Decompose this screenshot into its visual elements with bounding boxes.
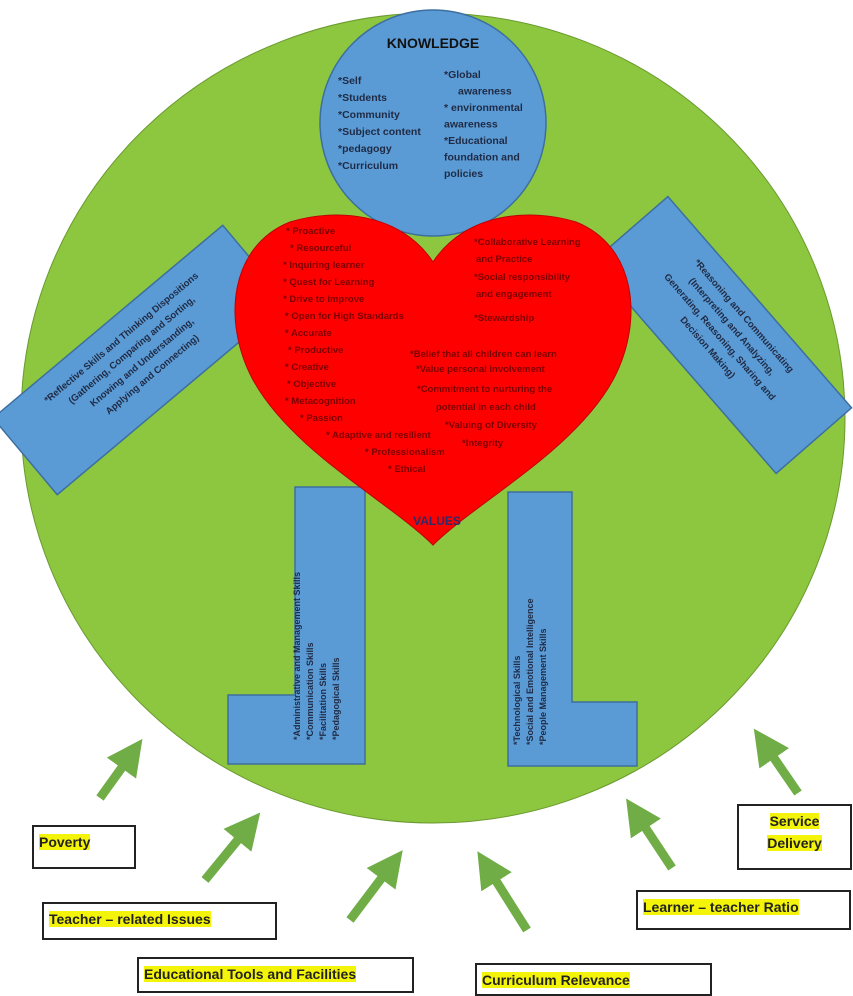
poverty-box: Poverty [32, 825, 136, 869]
arrow-3 [346, 850, 403, 923]
knowledge-item: *Self [338, 75, 362, 87]
values-item: * Quest for Learning [283, 277, 375, 288]
knowledge-head: KNOWLEDGE *Self *Students *Community *Subje… [319, 9, 547, 237]
values-item: * Open for High Standards [285, 311, 404, 322]
knowledge-item: *Curriculum [338, 160, 398, 172]
values-item: * Passion [300, 413, 343, 424]
ratio-box: Learner – teacher Ratio [636, 890, 851, 930]
arrow-5 [626, 798, 676, 871]
values-item: *Commitment to nurturing the [417, 384, 552, 395]
arrow-1 [96, 738, 143, 801]
values-item: * Productive [288, 345, 343, 356]
poverty-label: Poverty [39, 834, 91, 850]
knowledge-title: KNOWLEDGE [387, 35, 480, 51]
curriculum-label: Curriculum Relevance [482, 972, 630, 988]
values-item: * Drive to improve [283, 294, 364, 305]
knowledge-item: *pedagogy [338, 143, 392, 155]
right-leg: *Technological Skills*Social and Emotion… [507, 491, 638, 767]
right-leg-text: *Technological Skills*Social and Emotion… [512, 598, 548, 745]
left-arm: *Reflective Skills and Thinking Disposit… [0, 224, 289, 496]
left-leg-line: *Communication Skills [305, 642, 315, 740]
values-item: * Professionalism [365, 447, 445, 458]
knowledge-item: *Community [338, 109, 400, 121]
left-leg-line: *Facilitation Skills [318, 663, 328, 740]
left-leg-line: *Administrative and Management Skills [292, 572, 302, 740]
tools-label: Educational Tools and Facilities [144, 966, 357, 982]
values-item: * Adaptive and resilient [326, 430, 432, 441]
values-item: and engagement [476, 289, 552, 300]
tools-box: Educational Tools and Facilities [137, 957, 414, 993]
teacher-issues-label: Teacher – related Issues [49, 911, 211, 927]
values-left-list: * Proactive * Resourceful * Inquiring lear… [283, 226, 445, 475]
values-item: *Collaborative Learning [474, 237, 581, 248]
values-item: *Integrity [462, 438, 504, 449]
arrow-4 [477, 851, 531, 933]
values-item: *Belief that all children can learn [410, 349, 557, 360]
values-item: and Practice [476, 254, 533, 265]
ratio-label: Learner – teacher Ratio [643, 899, 799, 915]
knowledge-item: *Students [338, 92, 387, 104]
values-right-list: *Collaborative Learning and Practice *Soci… [410, 237, 581, 449]
values-item: * Metacognition [285, 396, 356, 407]
left-leg-text: *Administrative and Management Skills*Co… [292, 572, 341, 740]
arrow-2 [201, 812, 261, 883]
values-item: * Proactive [286, 226, 335, 237]
curriculum-box: Curriculum Relevance [475, 963, 712, 996]
knowledge-item: awareness [444, 119, 498, 131]
service-label-1: Service [769, 813, 820, 829]
knowledge-item: awareness [458, 86, 512, 98]
values-item: *Social responsibility [474, 272, 571, 283]
left-leg-line: *Pedagogical Skills [331, 657, 341, 740]
values-item: * Resourceful [290, 243, 351, 254]
values-item: potential in each child [436, 402, 536, 413]
service-box: Service Delivery [737, 804, 852, 870]
values-item: * Inquiring learner [283, 260, 365, 271]
values-item: * Creative [285, 362, 329, 373]
values-item: *Valuing of Diversity [445, 420, 538, 431]
knowledge-item: *Global [444, 69, 481, 81]
right-leg-line: *People Management Skills [538, 628, 548, 745]
right-arm: *Reasoning and Communicating(Interpretin… [591, 195, 853, 475]
arrows [96, 728, 802, 933]
arrow-6 [753, 728, 802, 796]
knowledge-left-list: *Self *Students *Community *Subject content… [338, 75, 421, 172]
knowledge-item: policies [444, 168, 483, 180]
values-item: *Stewardship [474, 313, 534, 324]
knowledge-item: *Subject content [338, 126, 421, 138]
knowledge-item: foundation and [444, 152, 520, 164]
right-leg-line: *Social and Emotional Intelligence [525, 598, 535, 745]
knowledge-item: *Educational [444, 135, 508, 147]
knowledge-item: * environmental [444, 102, 523, 114]
values-label: VALUES [413, 514, 461, 528]
knowledge-right-list: *Global awareness * environmental awareness… [444, 69, 523, 180]
values-item: *Value personal involvement [416, 364, 546, 375]
values-heart: * Proactive * Resourceful * Inquiring lear… [234, 214, 632, 546]
service-label-2: Delivery [767, 835, 822, 851]
right-leg-line: *Technological Skills [512, 656, 522, 745]
values-item: * Accurate [285, 328, 332, 339]
values-item: * Ethical [388, 464, 426, 475]
teacher-issues-box: Teacher – related Issues [42, 902, 277, 940]
left-leg: *Administrative and Management Skills*Co… [227, 486, 366, 765]
values-item: * Objective [287, 379, 336, 390]
